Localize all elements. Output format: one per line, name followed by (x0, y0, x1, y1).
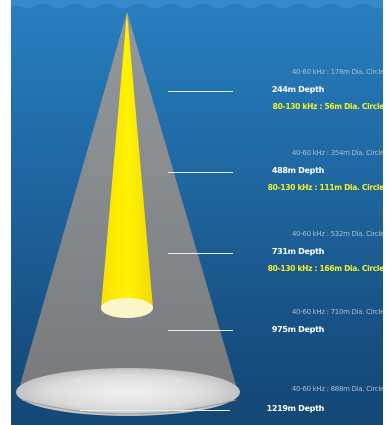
depth-line-1 (168, 91, 233, 92)
level-4-wide-label: 40-60 kHz : 710m Dia. Circle (291, 308, 384, 316)
level-3-narrow-label: 80-130 kHz : 166m Dia. Circle (267, 264, 385, 273)
level-5-wide-label: 40-60 kHz : 888m Dia. Circle (291, 385, 384, 393)
depth-line-3 (168, 253, 233, 254)
level-4-depth-label: 975m Depth (271, 325, 324, 334)
level-3-depth-label: 731m Depth (271, 247, 324, 256)
depth-line-5 (80, 410, 230, 411)
frame-edge (383, 0, 386, 425)
narrow-beam-cone (101, 12, 153, 308)
level-2-wide-label: 40-60 kHz : 354m Dia. Circle (291, 149, 384, 157)
level-1-depth-label: 244m Depth (271, 85, 324, 94)
level-1-narrow-label: 80-130 kHz : 56m Dia. Circle (272, 102, 385, 111)
level-2-depth-label: 488m Depth (271, 166, 324, 175)
level-3-wide-label: 40-60 kHz : 532m Dia. Circle (291, 230, 384, 238)
wide-beam-footprint (16, 368, 240, 416)
wide-beam-footprint-rim (21, 399, 237, 415)
depth-line-2 (168, 172, 233, 173)
water-surface (11, 0, 386, 8)
depth-line-4 (168, 330, 233, 331)
level-2-narrow-label: 80-130 kHz : 111m Dia. Circle (267, 183, 385, 192)
narrow-beam-footprint (101, 298, 153, 318)
level-5-depth-label: 1219m Depth (266, 404, 325, 413)
level-1-wide-label: 40-60 kHz : 178m Dia. Circle (291, 68, 384, 76)
